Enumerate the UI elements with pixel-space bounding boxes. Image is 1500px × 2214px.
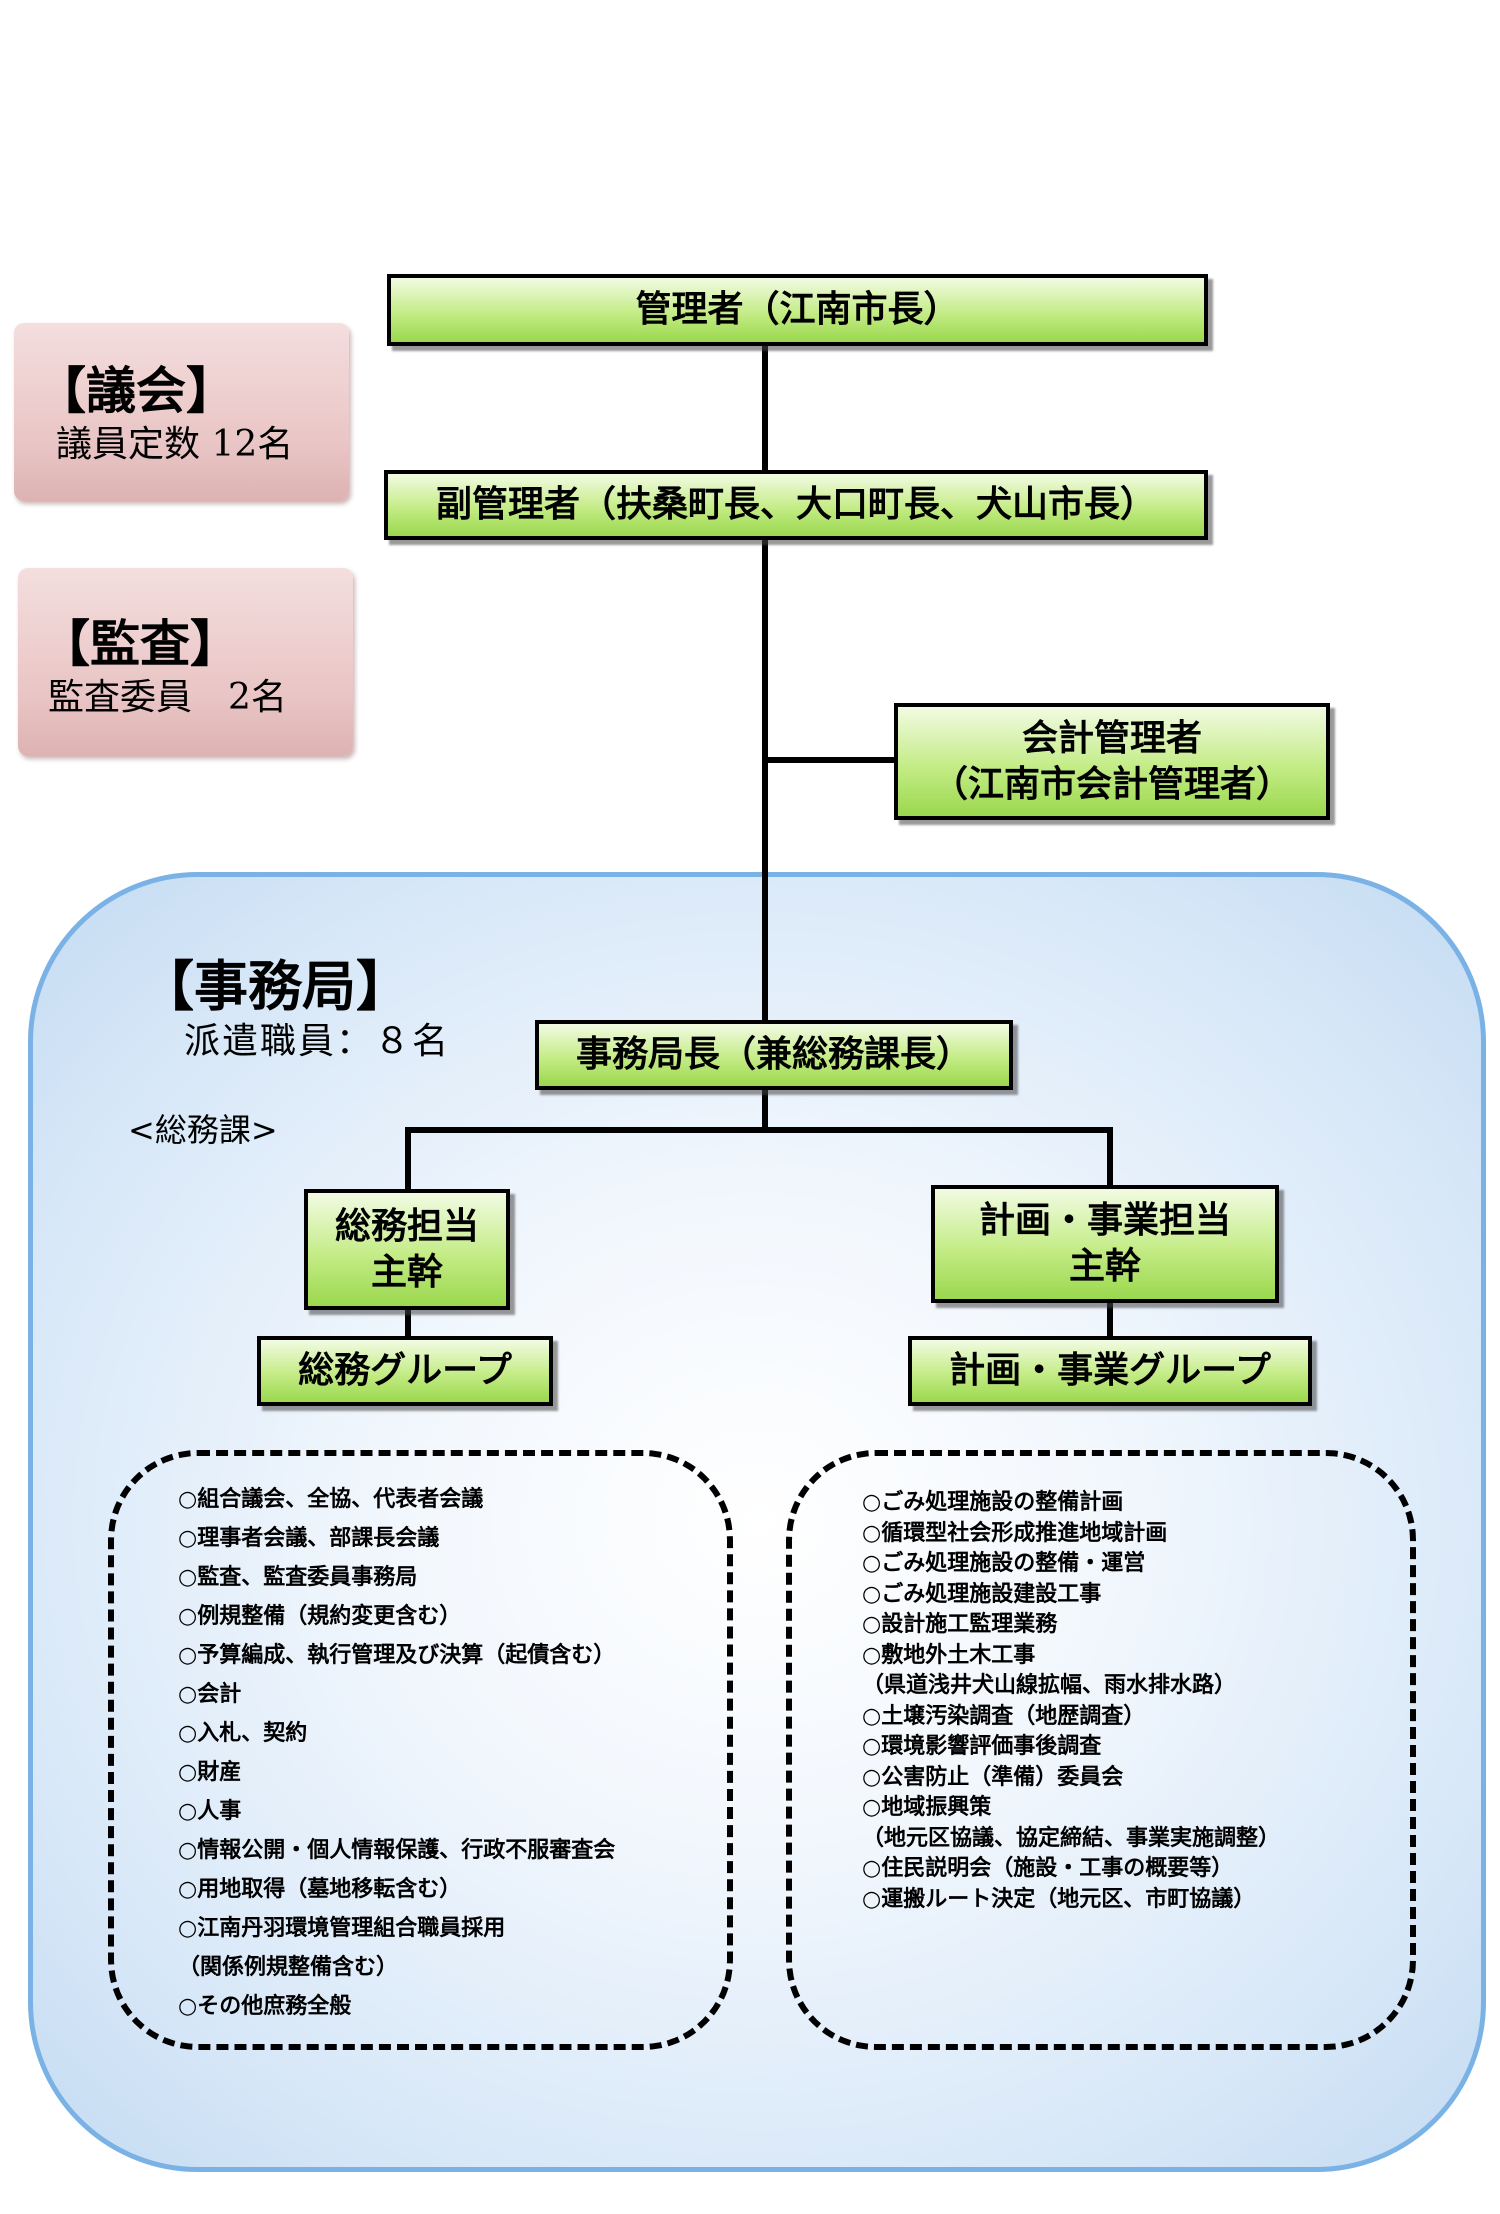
duty-item: ○公害防止（準備）委員会	[862, 1764, 1124, 1790]
duty-item: ○その他庶務全般	[178, 1994, 352, 2019]
council-panel: 【議会】 議員定数 12名	[14, 323, 349, 501]
secretariat-staff: 派遣職員：８名	[184, 1021, 451, 1062]
duty-item: ○運搬ルート決定（地元区、市町協議）	[862, 1886, 1256, 1912]
duty-item: ○会計	[178, 1682, 242, 1707]
planning-chief-line1: 計画・事業担当	[978, 1200, 1231, 1241]
duty-item: ○住民説明会（施設・工事の概要等）	[862, 1856, 1234, 1881]
general-duties-border	[108, 1450, 733, 2050]
duty-item: ○環境影響評価事後調査	[862, 1734, 1102, 1759]
duty-item: ○ごみ処理施設の整備・運営	[862, 1551, 1146, 1576]
manager-box: 管理者（江南市長）	[387, 274, 1208, 346]
duty-item: （県道浅井犬山線拡幅、雨水排水路）	[862, 1673, 1237, 1698]
audit-panel: 【監査】 監査委員 2名	[18, 568, 353, 756]
duty-item: ○例規整備（規約変更含む）	[178, 1604, 462, 1629]
duty-item: ○財産	[178, 1760, 242, 1785]
general-group-box: 総務グループ	[257, 1336, 553, 1406]
manager-label: 管理者（江南市長）	[635, 289, 960, 330]
connector-left-group	[405, 1306, 411, 1338]
secretariat-title: 【事務局】	[140, 955, 410, 1018]
council-title: 【議会】	[36, 362, 236, 420]
planning-group-box: 計画・事業グループ	[908, 1336, 1312, 1406]
council-detail: 議員定数 12名	[56, 424, 294, 465]
accounting-line2: （江南市会計管理者）	[931, 763, 1292, 805]
general-chief-line1: 総務担当	[334, 1205, 479, 1247]
duty-item: ○理事者会議、部課長会議	[178, 1526, 440, 1551]
connector-left-branch	[405, 1127, 411, 1191]
duty-item: ○人事	[178, 1799, 242, 1824]
duty-item: ○組合議会、全協、代表者会議	[178, 1487, 484, 1512]
duty-item: ○ごみ処理施設建設工事	[862, 1581, 1102, 1607]
connector-branch-horizontal	[405, 1127, 1113, 1133]
connector-main-vertical	[762, 342, 768, 1022]
accounting-line1: 会計管理者	[1021, 717, 1202, 759]
audit-title: 【監査】	[40, 615, 240, 673]
duty-item: ○予算編成、執行管理及び決算（起債含む）	[178, 1643, 616, 1668]
general-group-label: 総務グループ	[298, 1350, 512, 1391]
connector-accounting	[762, 757, 898, 763]
duty-item: （関係例規整備含む）	[178, 1955, 399, 1980]
duty-item: ○情報公開・個人情報保護、行政不服審査会	[178, 1838, 616, 1863]
duty-item: ○循環型社会形成推進地域計画	[862, 1520, 1168, 1546]
general-chief-box: 総務担当 主幹	[304, 1189, 510, 1310]
duty-item: ○土壌汚染調査（地歴調査）	[862, 1703, 1146, 1729]
duty-item: ○監査、監査委員事務局	[178, 1565, 418, 1590]
connector-right-group	[1107, 1300, 1113, 1338]
audit-detail: 監査委員 2名	[48, 677, 287, 718]
director-box: 事務局長（兼総務課長）	[535, 1020, 1013, 1090]
connector-right-branch	[1107, 1127, 1113, 1191]
planning-chief-line2: 主幹	[1068, 1246, 1141, 1287]
connector-director-down	[762, 1086, 768, 1130]
director-label: 事務局長（兼総務課長）	[575, 1034, 972, 1075]
vice-manager-box: 副管理者（扶桑町長、大口町長、犬山市長）	[384, 470, 1208, 540]
planning-duties-border	[786, 1450, 1416, 2050]
duty-item: ○江南丹羽環境管理組合職員採用	[178, 1916, 506, 1941]
vice-manager-label: 副管理者（扶桑町長、大口町長、犬山市長）	[435, 484, 1156, 525]
duty-item: ○敷地外土木工事	[862, 1642, 1036, 1668]
duty-item: ○用地取得（墓地移転含む）	[178, 1877, 462, 1902]
duty-item: （地元区協議、協定締結、事業実施調整）	[862, 1825, 1281, 1851]
planning-duties-list: ○ごみ処理施設の整備計画 ○循環型社会形成推進地域計画 ○ごみ処理施設の整備・運営 ○…	[862, 1488, 1280, 1915]
general-duties-list: ○組合議会、全協、代表者会議 ○理事者会議、部課長会議 ○監査、監査委員事務局 ○例規…	[178, 1480, 615, 2026]
duty-item: ○地域振興策	[862, 1795, 992, 1820]
general-chief-line2: 主幹	[370, 1251, 443, 1293]
duty-item: ○入札、契約	[178, 1721, 308, 1746]
planning-group-label: 計画・事業グループ	[949, 1350, 1271, 1391]
accounting-manager-box: 会計管理者 （江南市会計管理者）	[894, 703, 1330, 820]
duty-item: ○ごみ処理施設の整備計画	[862, 1490, 1124, 1515]
planning-chief-box: 計画・事業担当 主幹	[931, 1185, 1279, 1303]
section-label: <総務課>	[128, 1111, 278, 1149]
duty-item: ○設計施工監理業務	[862, 1612, 1058, 1637]
